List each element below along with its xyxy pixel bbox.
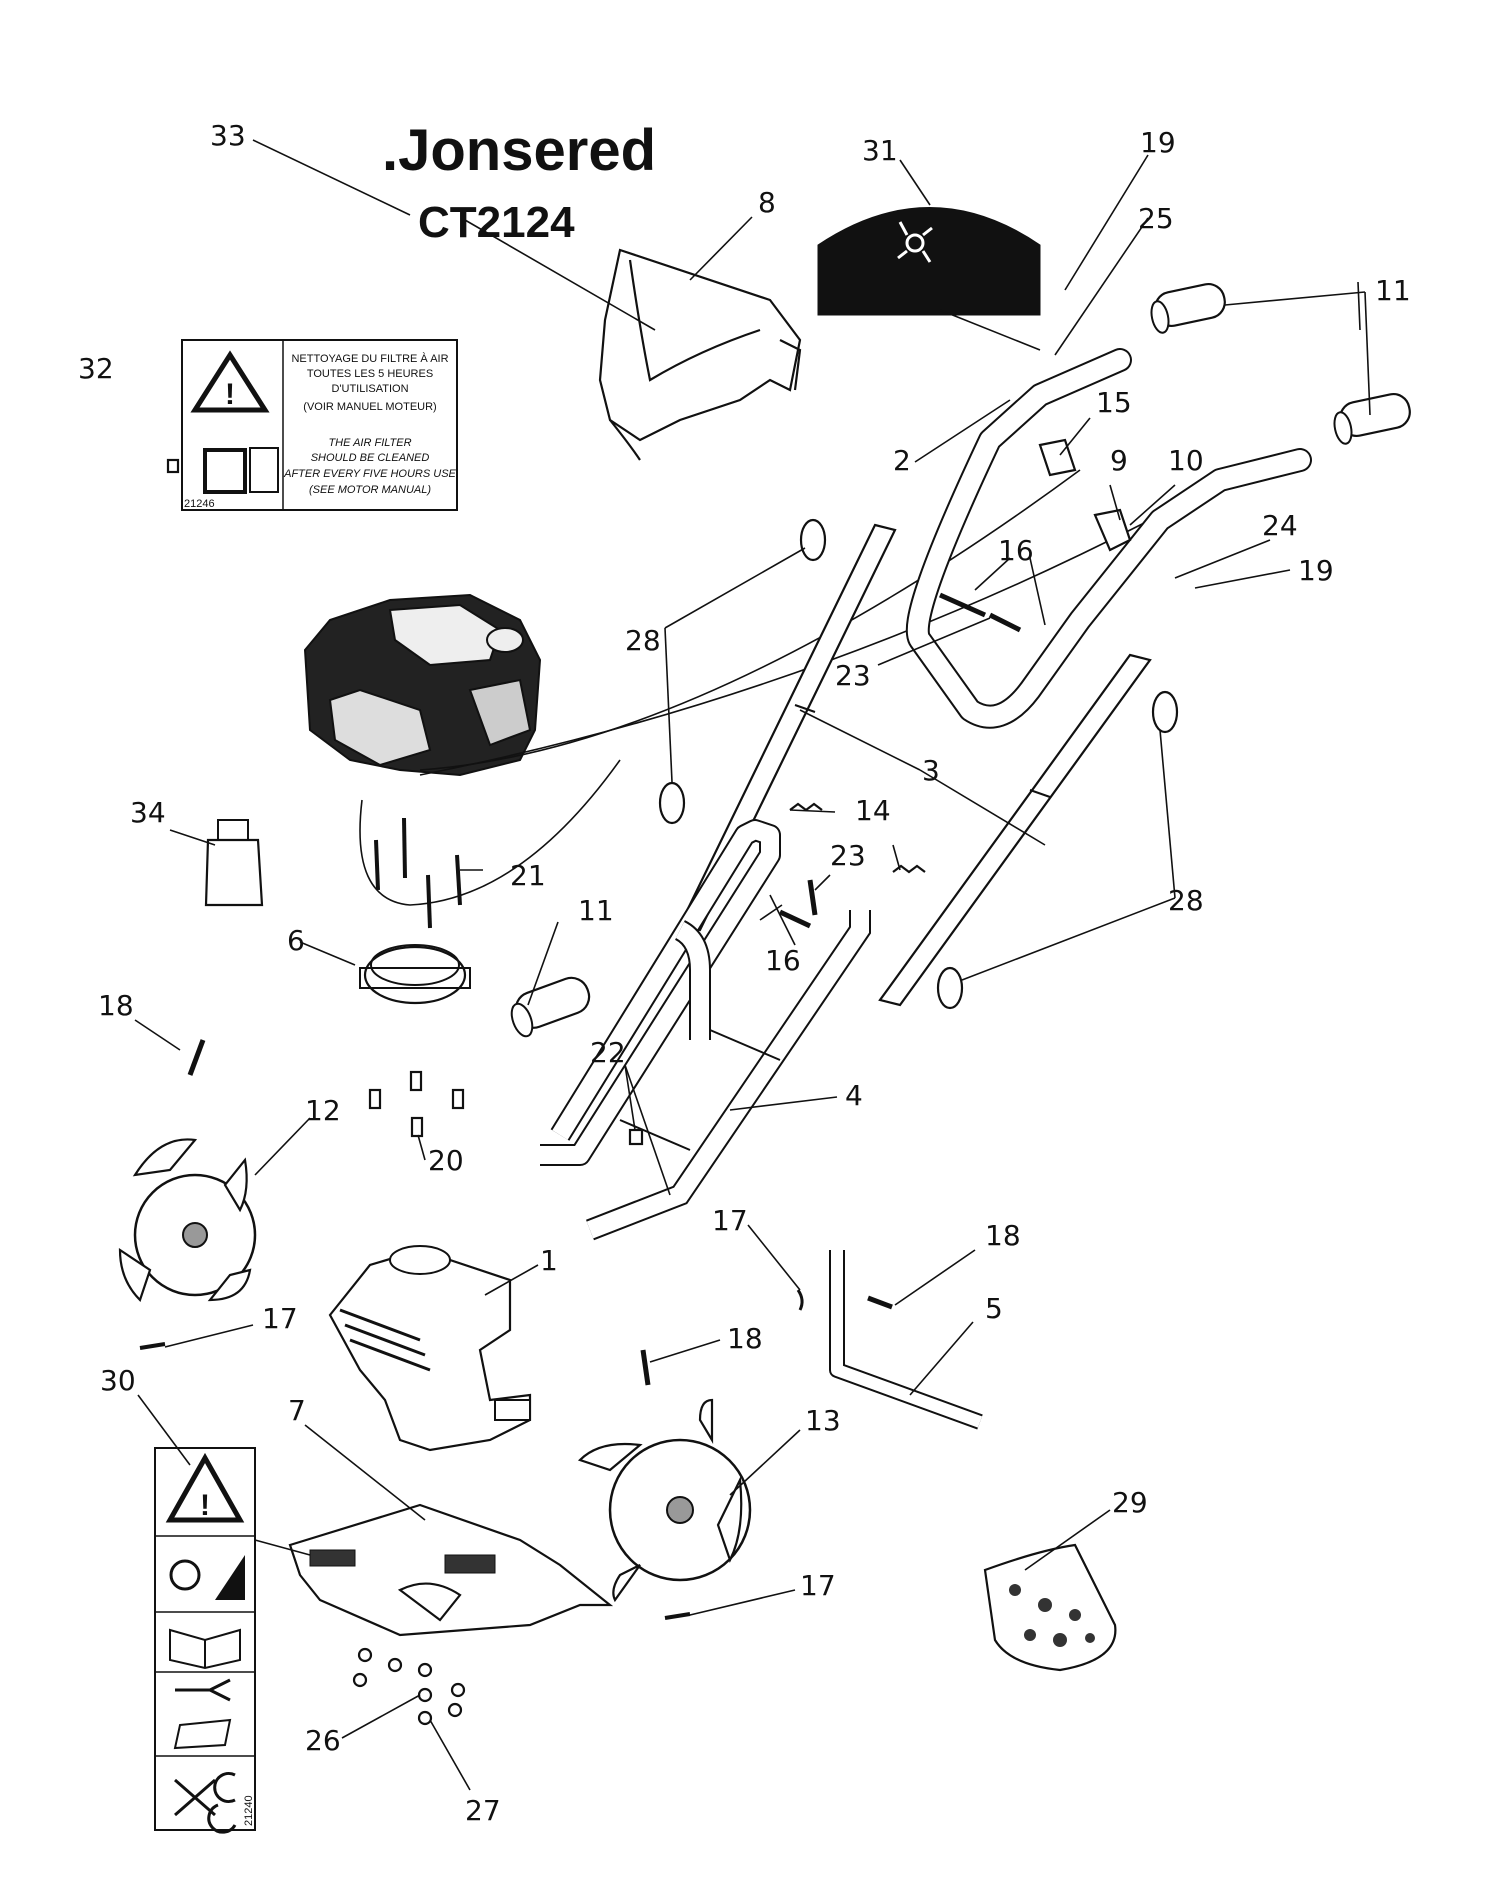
callout-1: 1 <box>540 1244 558 1277</box>
callout-6: 6 <box>287 924 305 957</box>
callout-20: 20 <box>428 1144 464 1177</box>
part-8-shield <box>598 248 802 461</box>
model-name: CT2124 <box>418 198 575 247</box>
decal-en-line-3: AFTER EVERY FIVE HOURS USE <box>283 468 456 480</box>
callout-16-mid: 16 <box>765 944 801 977</box>
part-11-grip-lower <box>510 976 591 1038</box>
part-20-bolts <box>368 1070 465 1138</box>
callout-32: 32 <box>78 352 114 385</box>
engine <box>303 593 542 777</box>
part-29-hardware-bag <box>983 1543 1117 1672</box>
callout-15: 15 <box>1096 386 1132 419</box>
callout-22: 22 <box>590 1036 626 1069</box>
part-22-bolt <box>628 1128 644 1146</box>
leader-lines <box>134 139 1371 1791</box>
callout-18-left: 18 <box>98 989 134 1022</box>
callout-17-lower: 17 <box>800 1569 836 1602</box>
callout-17-mid: 17 <box>712 1204 748 1237</box>
svg-text:!: ! <box>225 378 235 411</box>
decal-en-line-1: THE AIR FILTER <box>328 437 411 449</box>
part-15-throttle <box>1038 438 1077 477</box>
part-2-handlebar <box>905 348 1312 729</box>
part-3-tube-right <box>878 653 1152 1007</box>
decal-code-21246: 21246 <box>184 498 215 510</box>
decal-fr-line-4: (VOIR MANUEL MOTEUR) <box>303 401 436 413</box>
callout-14: 14 <box>855 794 891 827</box>
decal-fr-line-1: NETTOYAGE DU FILTRE À AIR <box>291 352 448 365</box>
callout-30: 30 <box>100 1364 136 1397</box>
callout-16-top: 16 <box>998 534 1034 567</box>
callout-27: 27 <box>465 1794 501 1827</box>
part-18-bolts-right <box>640 1295 893 1386</box>
callout-29: 29 <box>1112 1486 1148 1519</box>
callout-19-top: 19 <box>1140 126 1176 159</box>
callout-8: 8 <box>758 186 776 219</box>
part-13-tine <box>577 1398 752 1603</box>
part-31-decal <box>817 207 1041 316</box>
part-26-27-nuts <box>352 1647 466 1726</box>
part-30-warning-strip: ! 21240 <box>154 1447 256 1834</box>
part-17-pins <box>139 1289 804 1620</box>
callout-17-left: 17 <box>262 1302 298 1335</box>
callout-11-lower: 11 <box>578 894 614 927</box>
part-7-cover <box>288 1503 614 1637</box>
part-12-tine <box>118 1138 257 1303</box>
callout-3: 3 <box>922 754 940 787</box>
callout-7: 7 <box>288 1394 306 1427</box>
part-1-gearbox <box>328 1245 532 1452</box>
callout-19-right: 19 <box>1298 554 1334 587</box>
callout-23-top: 23 <box>835 659 871 692</box>
callout-33: 33 <box>210 119 246 152</box>
callout-21: 21 <box>510 859 546 892</box>
part-3-tube-left <box>678 523 897 932</box>
part-9-lever <box>1093 508 1132 552</box>
part-11-grip-upper <box>1150 282 1411 445</box>
callout-5: 5 <box>985 1292 1003 1325</box>
callout-26: 26 <box>305 1724 341 1757</box>
callout-4: 4 <box>845 1079 863 1112</box>
callout-24: 24 <box>1262 509 1298 542</box>
callout-28-right: 28 <box>1168 884 1204 917</box>
callout-12: 12 <box>305 1094 341 1127</box>
callout-31: 31 <box>862 134 898 167</box>
part-5-depth-bar <box>829 1250 983 1430</box>
decal-en-line-4: (SEE MOTOR MANUAL) <box>309 484 431 496</box>
callout-labels: 33 8 31 19 25 11 32 15 2 9 10 24 19 16 2… <box>78 119 1411 1827</box>
svg-text:!: ! <box>200 1489 210 1522</box>
part-18-bolt-left <box>187 1039 206 1076</box>
callout-2: 2 <box>893 444 911 477</box>
decal-fr-line-3: D'UTILISATION <box>331 383 408 395</box>
callout-34: 34 <box>130 796 166 829</box>
part-34-bottle <box>204 819 264 907</box>
part-28-knobs <box>658 518 1179 1010</box>
part-32-screw <box>166 458 180 474</box>
callout-13: 13 <box>805 1404 841 1437</box>
callout-18-mid: 18 <box>727 1322 763 1355</box>
callout-25: 25 <box>1138 202 1174 235</box>
callout-23-mid: 23 <box>830 839 866 872</box>
callout-11-top: 11 <box>1375 274 1411 307</box>
decal-en-line-2: SHOULD BE CLEANED <box>311 452 430 464</box>
part-4-frame <box>540 819 871 1241</box>
decal-fr-line-2: TOUTES LES 5 HEURES <box>307 368 433 380</box>
brand-logo: .Jonsered <box>382 118 656 183</box>
part-6-clamp <box>359 944 471 1005</box>
callout-9: 9 <box>1110 444 1128 477</box>
air-filter-decal: ! 21246 NETTOYAGE DU FILTRE À AIR TOUTES… <box>181 339 458 511</box>
callout-10: 10 <box>1168 444 1204 477</box>
decal-code-21240: 21240 <box>243 1795 255 1826</box>
part-23-bolts <box>778 592 1022 929</box>
part-21-bolts <box>374 817 462 929</box>
callout-28-left: 28 <box>625 624 661 657</box>
callout-18-right: 18 <box>985 1219 1021 1252</box>
